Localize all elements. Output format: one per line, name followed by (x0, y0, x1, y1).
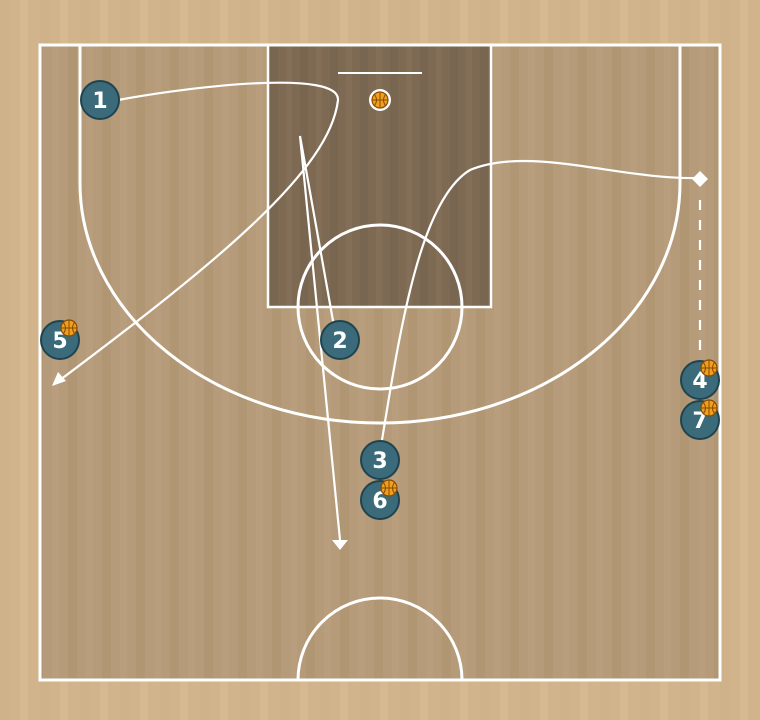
player-2[interactable]: 2 (320, 320, 360, 360)
paint-area (268, 45, 491, 307)
player-4[interactable]: 4 (680, 359, 720, 400)
movement-lines (52, 81, 708, 550)
player-label: 7 (692, 409, 707, 434)
player-label: 5 (52, 329, 67, 354)
lane-lines (266, 43, 493, 309)
cut-path-player-2 (298, 135, 342, 541)
basketball-icon (60, 319, 78, 337)
player-1[interactable]: 1 (80, 80, 120, 120)
player-7[interactable]: 7 (680, 399, 720, 440)
three-point-line (78, 45, 682, 425)
arrowhead-player-2 (332, 540, 348, 550)
basketball-icon (380, 479, 398, 497)
free-throw-circle (296, 223, 464, 391)
player-label: 2 (332, 329, 347, 354)
basketball-icon (700, 359, 718, 377)
center-circle (296, 596, 464, 681)
player-6[interactable]: 6 (360, 479, 400, 520)
player-label: 3 (372, 449, 387, 474)
basket (369, 89, 391, 111)
player-label: 6 (372, 489, 387, 514)
arrowhead-player-1 (52, 372, 66, 386)
basketball-icon (371, 91, 389, 109)
player-3[interactable]: 3 (360, 440, 400, 480)
cut-path-player-3 (380, 159, 699, 441)
player-label: 4 (692, 369, 707, 394)
basketball-icon (700, 399, 718, 417)
court-lines (38, 43, 722, 682)
cut-path-player-1 (59, 81, 340, 381)
player-label: 1 (92, 89, 107, 114)
player-5[interactable]: 5 (40, 319, 80, 360)
screen-marker-player-3 (692, 171, 708, 187)
